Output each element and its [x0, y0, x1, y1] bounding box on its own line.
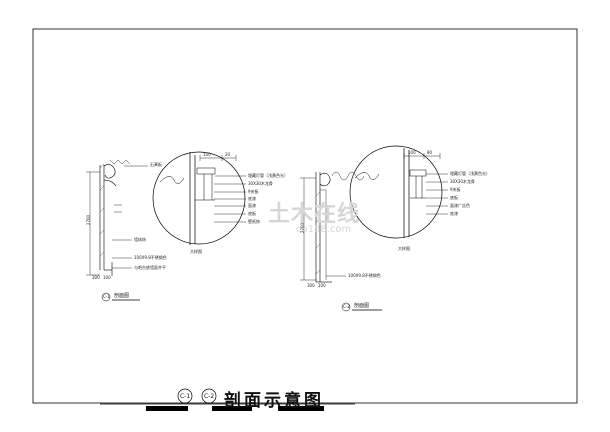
right-big-ann-4: 底板: [450, 195, 458, 200]
right-big-ann-6: 底漆: [450, 211, 458, 216]
title-bar-segment-3: [278, 406, 324, 411]
left-big-label: 大样图: [190, 249, 202, 254]
left-section-ann-2: 100X9.8不锈钢色: [134, 255, 167, 260]
right-big-ann-5: 面漆广告色: [450, 203, 470, 208]
right-dim-small-1: 300: [307, 283, 315, 288]
title-code-1: C-1: [180, 393, 191, 400]
title-bar-segment-1: [146, 406, 188, 411]
title-code-circle-1: [177, 388, 193, 404]
left-section-code: C-1: [103, 294, 110, 299]
right-dim-vertical: 2700: [300, 222, 306, 234]
title-code-circle-2: [201, 388, 217, 404]
left-detail-circle: [152, 151, 246, 245]
right-detail-circle: [349, 145, 448, 239]
left-big-ann-5: 面漆: [248, 203, 256, 208]
left-big-ann-7: 壁纸饰: [248, 219, 260, 224]
title-code-2: C-2: [204, 393, 215, 400]
left-dim-top-1: 100: [203, 152, 211, 157]
left-big-ann-3: 9夹板: [248, 189, 259, 194]
right-section-code-circle: [341, 302, 351, 312]
right-section-label: 剖面图: [354, 303, 370, 309]
right-dim-small-2: 100: [318, 283, 326, 288]
left-section-ann-3: 与吧台底墙面齐平: [134, 265, 166, 270]
right-big-ann-3: 9夹板: [450, 187, 461, 192]
title-bar-segment-2: [212, 406, 252, 411]
right-dim-top-2: 80: [427, 150, 433, 155]
right-dim-top-1: 100: [408, 150, 416, 155]
sheet-border: [32, 28, 578, 404]
left-ann-ceiling: 石膏板: [150, 162, 162, 167]
right-big-ann-2: 30X30木龙骨: [450, 179, 475, 184]
watermark-logo-text: 土木在线: [268, 202, 361, 227]
right-big-label: 大样图: [398, 246, 410, 251]
left-dim-vertical: 2700: [86, 214, 92, 226]
left-section-code-circle: [101, 292, 111, 302]
right-section-code: C-2: [343, 304, 350, 309]
left-big-ann-4: 底漆: [248, 196, 256, 201]
drawing-title: 剖面示意图: [224, 391, 324, 411]
left-big-ann-1: 埋藏灯管（浅黄色光）: [248, 173, 288, 178]
left-section-view: [86, 159, 148, 276]
right-section-view: [300, 171, 365, 283]
left-dim-small-1: 300: [92, 275, 100, 280]
left-section-ann-1: 墙体饰: [134, 237, 146, 242]
watermark-url: co188.com: [296, 224, 352, 235]
left-section-label: 剖面图: [114, 293, 130, 299]
right-big-ann-1: 埋藏灯管（浅黄色光）: [450, 171, 490, 176]
left-big-ann-2: 30X30木龙骨: [248, 181, 273, 186]
left-big-ann-6: 底板: [248, 211, 256, 216]
right-section-ann-1: 100X9.8不锈钢色: [348, 273, 381, 278]
left-dim-small-2: 100: [103, 275, 111, 280]
left-dim-top-2: 20: [225, 152, 231, 157]
